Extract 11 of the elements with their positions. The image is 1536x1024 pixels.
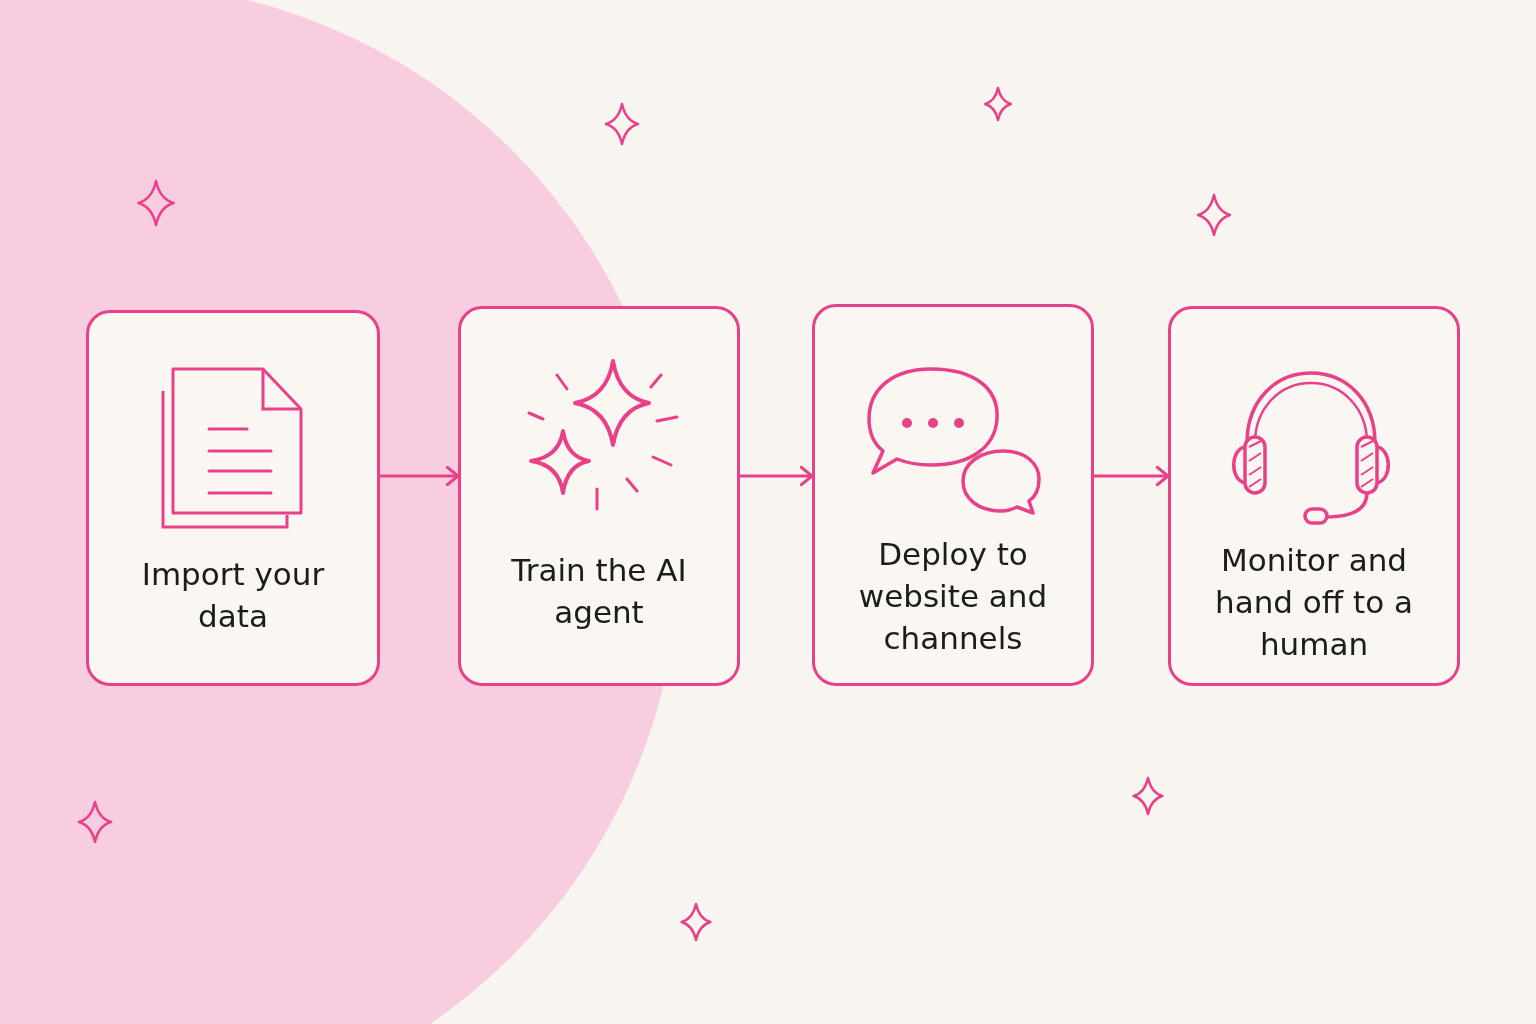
step-label: Deploy to website and channels [857, 535, 1049, 658]
step-label: Train the AI agent [510, 551, 688, 632]
step-box [812, 304, 1094, 686]
step-label: Monitor and hand off to a human [1214, 541, 1414, 664]
step-box [1168, 306, 1460, 686]
step-box [86, 310, 380, 686]
arrow [1094, 465, 1170, 487]
arrow [380, 465, 460, 487]
arrow [740, 465, 814, 487]
step-label: Import your data [140, 555, 326, 636]
step-box [458, 306, 740, 686]
